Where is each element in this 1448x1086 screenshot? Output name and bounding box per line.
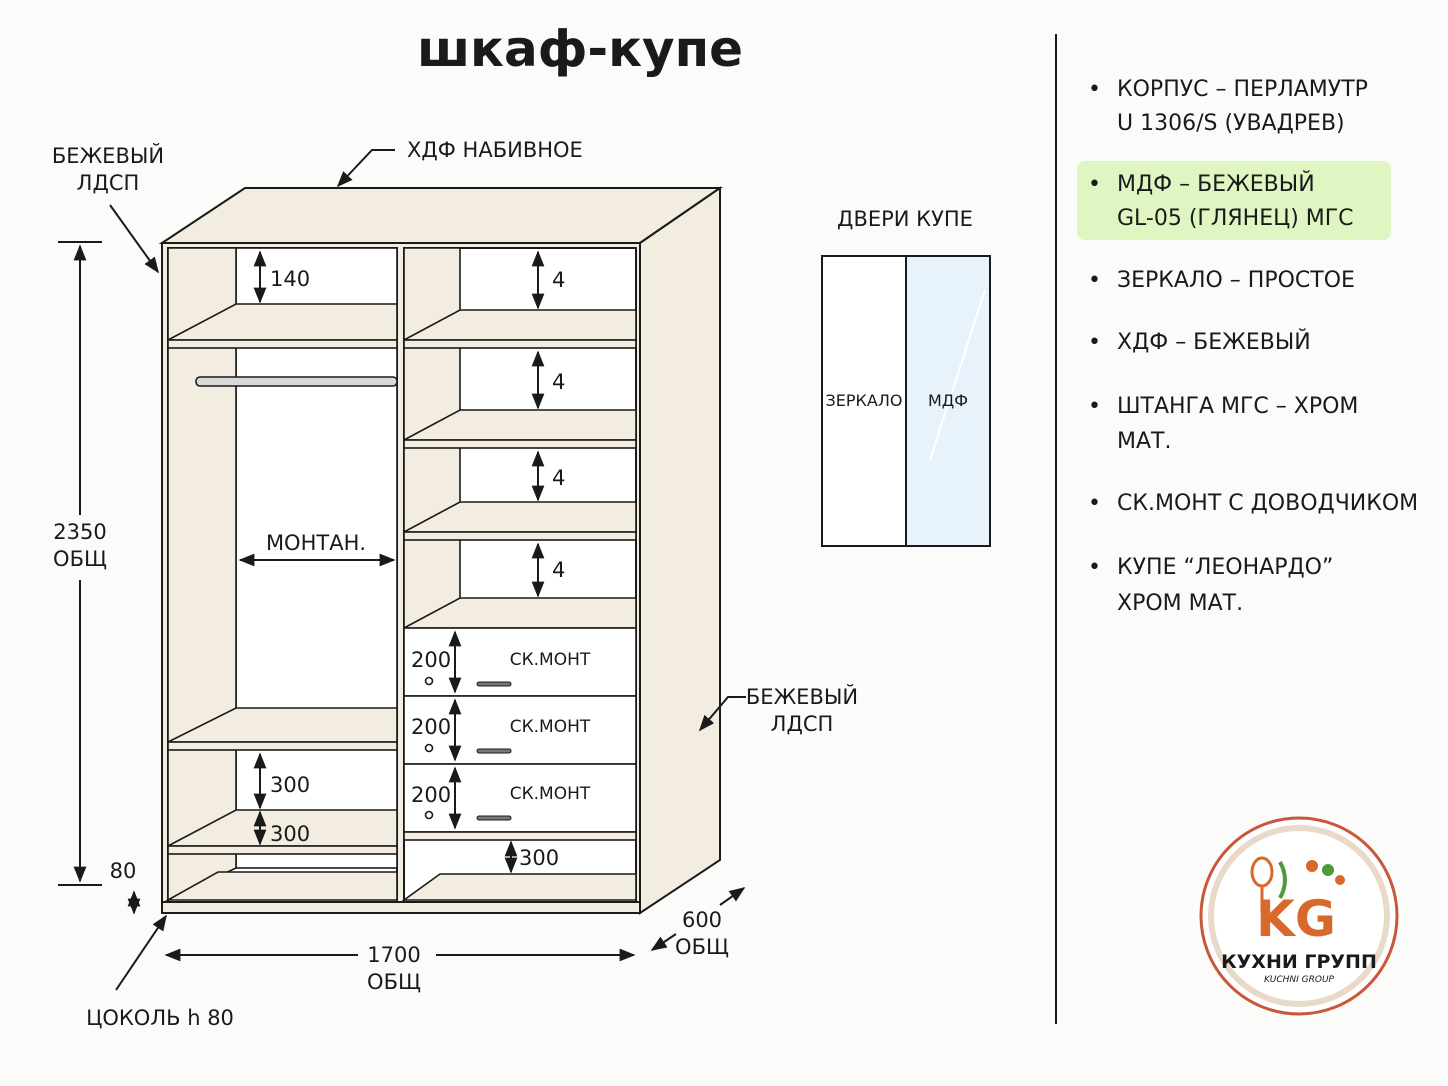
right-side-panel (639, 186, 721, 915)
doors-title: ДВЕРИ КУПЕ (837, 207, 973, 231)
hanging-rod (195, 376, 398, 387)
right-shelf-1-edge (403, 339, 637, 349)
left-bottom-shelf (164, 871, 398, 901)
drawer-2-dim: 200 (411, 715, 451, 739)
spec-5-line-1: ШТАНГА МГС – ХРОМ (1117, 394, 1358, 419)
spec-bullet: • (1088, 77, 1101, 102)
right-shelf-dim-3: 4 (552, 466, 565, 490)
ldsp-top-label-2: ЛДСП (77, 171, 140, 195)
spec-7-line-1: КУПЕ “ЛЕОНАРДО” (1117, 555, 1333, 580)
right-shelf-dim-4: 4 (552, 558, 565, 582)
spec-bullet: • (1088, 491, 1101, 516)
dimension-lines (58, 149, 746, 991)
spec-2-line-2: GL-05 (ГЛЯНЕЦ) МГС (1117, 206, 1354, 231)
left-top-shelf-edge (167, 339, 398, 349)
drawer-2 (403, 695, 637, 765)
plinth-value: 80 (110, 859, 137, 883)
door-mdf-label: МДФ (928, 391, 968, 410)
door-mirror (821, 255, 907, 547)
drawer-1-label: СК.МОНТ (510, 650, 591, 670)
right-shelf-dim-1: 4 (552, 268, 565, 292)
spec-7-line-2: ХРОМ МАТ. (1117, 591, 1243, 616)
drawer-2-handle (476, 748, 512, 754)
spec-4-line-1: ХДФ – БЕЖЕВЫЙ (1117, 329, 1311, 355)
right-shelf-dim-2: 4 (552, 370, 565, 394)
utensils-icon (1250, 856, 1345, 912)
drawer-3-label: СК.МОНТ (510, 784, 591, 804)
ldsp-top-label-1: БЕЖЕВЫЙ (52, 143, 164, 168)
right-bottom-shelf (401, 873, 637, 901)
spec-bullet: • (1088, 172, 1101, 197)
left-bottom-dim-1: 300 (270, 773, 310, 797)
company-logo: KG КУХНИ ГРУПП KUCHNI GROUP (1199, 816, 1399, 1016)
spec-3-line-1: ЗЕРКАЛО – ПРОСТОЕ (1117, 268, 1355, 293)
width-unit: ОБЩ (367, 970, 421, 994)
logo-name: КУХНИ ГРУПП (1221, 951, 1377, 973)
spec-bullet: • (1088, 268, 1101, 293)
top-panel (158, 187, 724, 244)
spec-2-line-1: МДФ – БЕЖЕВЫЙ (1117, 171, 1315, 197)
door-mdf (905, 255, 991, 547)
spec-1-line-2: U 1306/S (УВАДРЕВ) (1117, 111, 1345, 136)
ldsp-side-label-2: ЛДСП (771, 712, 834, 736)
montan-label: МОНТАН. (266, 531, 366, 555)
left-low-shelf-edge (167, 845, 398, 855)
spec-5-line-2: МАТ. (1117, 429, 1171, 454)
spec-highlight (1077, 161, 1391, 240)
left-bottom-dim-2: 300 (270, 822, 310, 846)
right-shelf-3-edge (403, 531, 637, 541)
logo-initials: KG (1256, 890, 1336, 948)
spec-bullet: • (1088, 555, 1101, 580)
sliding-doors: ДВЕРИ КУПЕ ЗЕРКАЛО МДФ (821, 207, 991, 547)
left-top-dim: 140 (270, 267, 310, 291)
spec-1-line-1: КОРПУС – ПЕРЛАМУТР (1117, 77, 1368, 102)
spec-bullet: • (1088, 330, 1101, 355)
drawer-1-knob (424, 676, 434, 686)
page-title: шкаф-купе (417, 20, 743, 78)
mirror-shine (929, 289, 986, 461)
width-value: 1700 (367, 943, 420, 967)
drawer-1 (403, 627, 637, 697)
drawer-2-knob (424, 743, 434, 753)
drawer-2-label: СК.МОНТ (510, 717, 591, 737)
drawer-3-knob (424, 810, 434, 820)
spec-list: • КОРПУС – ПЕРЛАМУТР U 1306/S (УВАДРЕВ) … (1077, 77, 1418, 616)
drawer-1-dim: 200 (411, 648, 451, 672)
drawer-1-handle (476, 681, 512, 687)
right-bottom-dim: 300 (519, 846, 559, 870)
plinth (161, 901, 641, 914)
left-mid-shelf-edge (167, 741, 398, 751)
spec-6-line-1: СК.МОНТ С ДОВОДЧИКОМ (1117, 491, 1418, 516)
ldsp-side-label-1: БЕЖЕВЫЙ (746, 684, 858, 709)
wardrobe (158, 186, 724, 915)
right-shelf-2-edge (403, 439, 637, 449)
height-value: 2350 (53, 520, 106, 544)
hdf-label: ХДФ НАБИВНОЕ (407, 138, 583, 162)
depth-value: 600 (682, 908, 722, 932)
door-mirror-label: ЗЕРКАЛО (826, 391, 903, 410)
plinth-label: ЦОКОЛЬ h 80 (86, 1006, 234, 1030)
depth-unit: ОБЩ (675, 935, 729, 959)
drawer-base (403, 831, 637, 841)
drawer-3 (403, 763, 637, 833)
drawer-3-dim: 200 (411, 783, 451, 807)
drawer-3-handle (476, 815, 512, 821)
logo-subname: KUCHNI GROUP (1264, 975, 1335, 985)
height-unit: ОБЩ (53, 547, 107, 571)
spec-bullet: • (1088, 394, 1101, 419)
